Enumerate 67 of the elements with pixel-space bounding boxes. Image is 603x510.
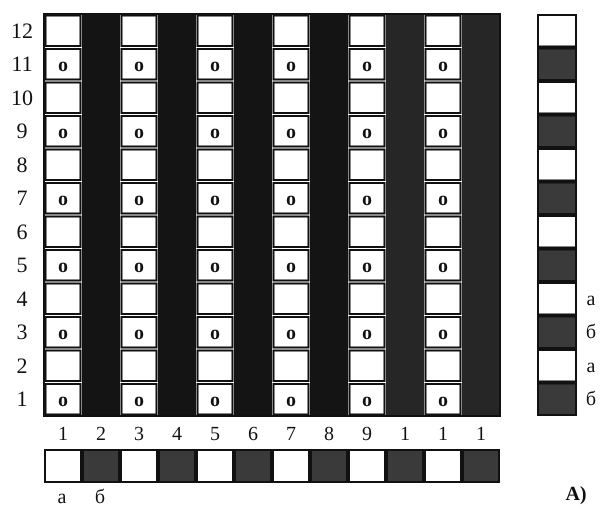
strip-letter: б xyxy=(586,389,596,410)
row-number: 4 xyxy=(16,288,28,310)
cell-mark: o xyxy=(134,55,144,76)
column-number: 1 xyxy=(400,424,410,444)
cell-mark: o xyxy=(362,256,372,276)
cell-mark: o xyxy=(210,55,220,76)
column-number: 1 xyxy=(476,424,486,444)
cell-mark: o xyxy=(286,323,296,344)
row-number: 3 xyxy=(16,321,28,344)
column-number: 1 xyxy=(58,424,68,444)
row-number: 12 xyxy=(11,20,33,42)
cell-mark: o xyxy=(58,55,68,76)
cell-mark: o xyxy=(438,323,448,344)
row-number: 5 xyxy=(16,254,28,276)
cell-mark: o xyxy=(286,256,296,276)
cell-mark: o xyxy=(438,122,448,142)
cell-mark: o xyxy=(362,390,372,410)
cell-mark: o xyxy=(362,189,372,210)
column-number: 8 xyxy=(324,424,334,444)
cell-mark: o xyxy=(362,323,372,344)
cell-mark: o xyxy=(58,189,68,210)
cell-mark: o xyxy=(438,55,448,76)
cell-mark: o xyxy=(134,323,144,344)
column-number: 3 xyxy=(134,424,144,444)
row-number: 9 xyxy=(16,120,28,142)
column-number: 9 xyxy=(362,424,372,444)
column-number: 4 xyxy=(172,424,182,444)
strip-letter: б xyxy=(586,322,596,342)
strip-letter: а xyxy=(58,487,66,507)
strip-letter: а xyxy=(586,356,596,376)
row-number: 11 xyxy=(11,53,33,76)
cell-mark: o xyxy=(438,256,448,276)
cell-mark: o xyxy=(286,55,296,76)
cell-mark: o xyxy=(210,256,220,276)
row-number: 10 xyxy=(11,86,33,109)
cell-mark: o xyxy=(58,122,68,142)
cell-mark: o xyxy=(362,122,372,142)
row-number: 7 xyxy=(16,187,28,210)
cell-mark: o xyxy=(286,189,296,210)
cell-mark: o xyxy=(134,122,144,142)
cell-mark: o xyxy=(210,390,220,410)
strip-letter: а xyxy=(586,288,596,309)
column-number: 2 xyxy=(96,424,106,444)
figure-label: А) xyxy=(565,484,587,504)
cell-mark: o xyxy=(58,390,68,410)
strip-letter: б xyxy=(94,487,106,507)
cell-mark: o xyxy=(134,189,144,210)
row-number: 1 xyxy=(16,388,28,410)
cell-mark: o xyxy=(58,256,68,276)
cell-mark: o xyxy=(210,122,220,142)
row-number: 6 xyxy=(16,220,28,243)
cell-mark: o xyxy=(438,189,448,210)
cell-mark: o xyxy=(438,390,448,410)
cell-mark: o xyxy=(362,55,372,76)
row-number: 2 xyxy=(16,354,28,377)
column-number: 7 xyxy=(286,424,296,444)
cell-mark: o xyxy=(286,390,296,410)
cell-mark: o xyxy=(58,323,68,344)
cell-mark: o xyxy=(286,122,296,142)
cell-mark: o xyxy=(134,390,144,410)
column-number: 6 xyxy=(248,424,258,444)
column-number: 5 xyxy=(210,424,220,444)
column-number: 1 xyxy=(438,424,448,444)
cell-mark: o xyxy=(134,256,144,276)
cell-mark: o xyxy=(210,189,220,210)
cell-mark: o xyxy=(210,323,220,344)
row-number: 8 xyxy=(16,154,28,176)
